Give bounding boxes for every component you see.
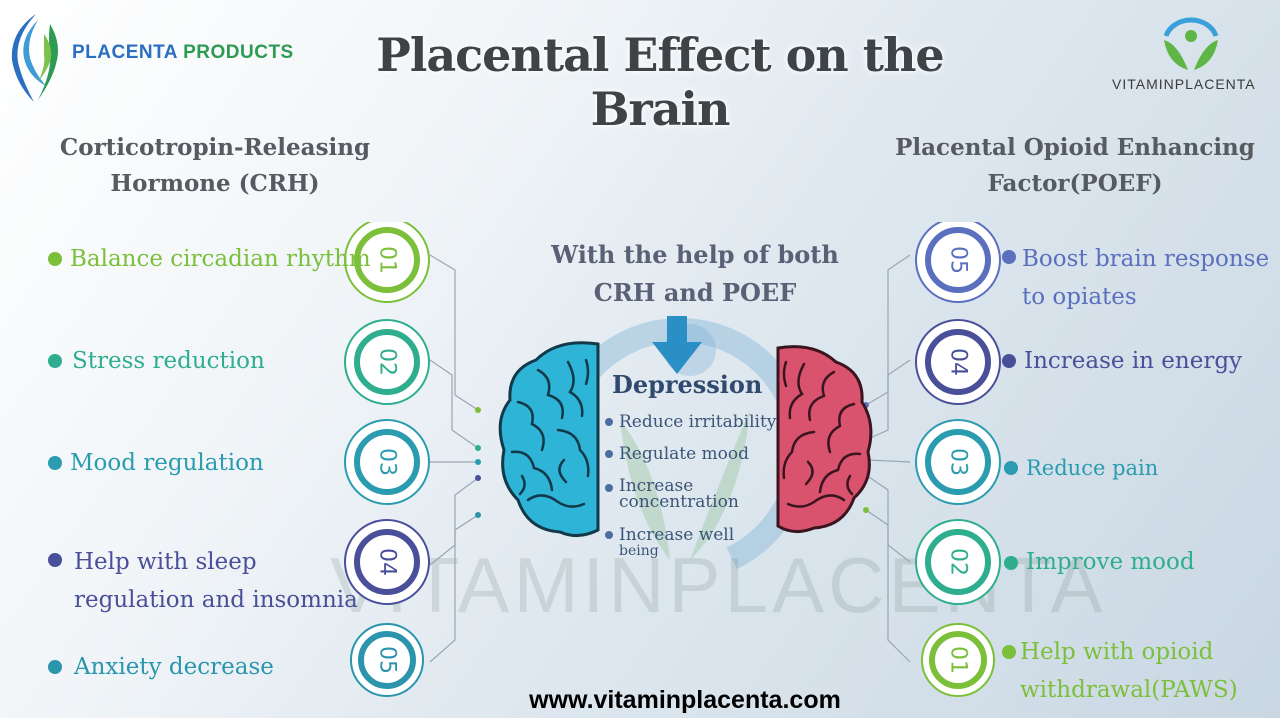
crh-item-1: Balance circadian rhythm (70, 240, 371, 278)
poef-item-2: Increase in energy (1024, 342, 1242, 380)
badge-number: 05 (375, 646, 400, 674)
badge-left-02: 02 (344, 319, 430, 405)
badge-number: 01 (946, 646, 971, 674)
badge-right-03: 03 (915, 419, 1001, 505)
item-line: Regulate mood (619, 444, 750, 464)
item-line: regulation and insomnia (74, 587, 358, 613)
item-line: Help with opioid (1020, 639, 1214, 665)
bullet-icon (1002, 645, 1016, 659)
poef-item-4: Improve mood (1026, 543, 1195, 581)
placenta-products-logo-icon (11, 14, 58, 102)
left-brain-icon (498, 341, 600, 537)
item-line: Reduce irritability (619, 412, 777, 432)
bullet-icon (48, 660, 62, 674)
bullet-icon (48, 553, 62, 567)
item-line: to opiates (1022, 284, 1137, 310)
item-line: Boost brain response (1022, 246, 1270, 272)
crh-number-badges: 01 02 03 04 05 (344, 222, 430, 697)
badge-right-05: 05 (915, 222, 1001, 303)
item-line: Increase well (619, 525, 735, 545)
bullet-icon (605, 450, 613, 458)
crh-item-2: Stress reduction (72, 342, 265, 380)
center-heading-line: With the help of both (551, 240, 839, 269)
badge-number: 03 (946, 448, 971, 476)
bullet-icon (1004, 556, 1018, 570)
badge-right-04: 04 (915, 319, 1001, 405)
badge-left-03: 03 (344, 419, 430, 505)
bullet-icon (605, 418, 613, 426)
poef-item-3: Reduce pain (1026, 449, 1158, 487)
item-line: Mood regulation (70, 450, 264, 476)
badge-number: 01 (375, 246, 400, 274)
depression-item: Increase concentration (619, 476, 739, 512)
crh-heading: Corticotropin-Releasing Hormone (CRH) (59, 134, 371, 197)
crh-item-5: Anxiety decrease (74, 648, 274, 686)
bullet-icon (48, 252, 62, 266)
bullet-icon (605, 531, 613, 539)
badge-number: 05 (946, 246, 971, 274)
item-line: Help with sleep (74, 549, 257, 575)
badge-left-05: 05 (350, 623, 424, 697)
website-url: www.vitaminplacenta.com (529, 686, 841, 714)
badge-number: 02 (946, 548, 971, 576)
center-heading: With the help of both CRH and POEF (540, 236, 850, 312)
badge-number: 04 (375, 548, 400, 576)
down-arrow-icon (652, 316, 702, 374)
bullet-icon (1002, 250, 1016, 264)
depression-title: Depression (612, 370, 763, 399)
depression-item: Reduce irritability (619, 412, 777, 432)
item-line: concentration (619, 492, 739, 512)
placenta-products-name: PLACENTA PRODUCTS (72, 42, 294, 64)
crh-item-3: Mood regulation (70, 444, 264, 482)
badge-number: 02 (375, 348, 400, 376)
item-line: Balance circadian rhythm (70, 246, 371, 272)
placenta-products-label: PLACENTA PRODUCTS (72, 42, 294, 63)
item-line: Increase in energy (1024, 348, 1243, 374)
depression-item: Regulate mood (619, 444, 750, 464)
page-title: Placental Effect on the Brain (376, 28, 944, 136)
vitaminplacenta-logo-icon (1163, 17, 1219, 70)
right-brain-icon (776, 345, 873, 533)
center-heading-line: CRH and POEF (593, 278, 797, 307)
bullet-icon (1004, 461, 1018, 475)
poef-item-1: Boost brain response to opiates (1022, 240, 1269, 316)
item-line: Improve mood (1026, 549, 1195, 575)
item-line: withdrawal(PAWS) (1020, 677, 1238, 703)
vitaminplacenta-name: VITAMINPLACENTA (1112, 76, 1256, 92)
poef-number-badges: 05 04 03 02 01 (915, 222, 1001, 697)
depression-item: Increase well being (619, 525, 735, 560)
poef-item-5: Help with opioid withdrawal(PAWS) (1020, 633, 1238, 709)
item-line: Reduce pain (1026, 456, 1159, 480)
item-line: Increase (619, 476, 694, 496)
bullet-icon (48, 354, 62, 368)
badge-right-02: 02 (915, 519, 1001, 605)
poef-heading: Placental Opioid Enhancing Factor(POEF) (895, 134, 1255, 197)
bullet-icon (48, 456, 62, 470)
badge-left-04: 04 (344, 519, 430, 605)
badge-number: 04 (946, 348, 971, 376)
crh-item-4: Help with sleep regulation and insomnia (74, 543, 358, 619)
item-line: Stress reduction (72, 348, 265, 374)
bullet-icon (605, 484, 613, 492)
badge-left-01: 01 (344, 222, 430, 303)
badge-number: 03 (375, 448, 400, 476)
badge-right-01: 01 (921, 623, 995, 697)
item-line: Anxiety decrease (74, 654, 274, 680)
item-line: being (619, 543, 659, 559)
bullet-icon (1002, 354, 1016, 368)
